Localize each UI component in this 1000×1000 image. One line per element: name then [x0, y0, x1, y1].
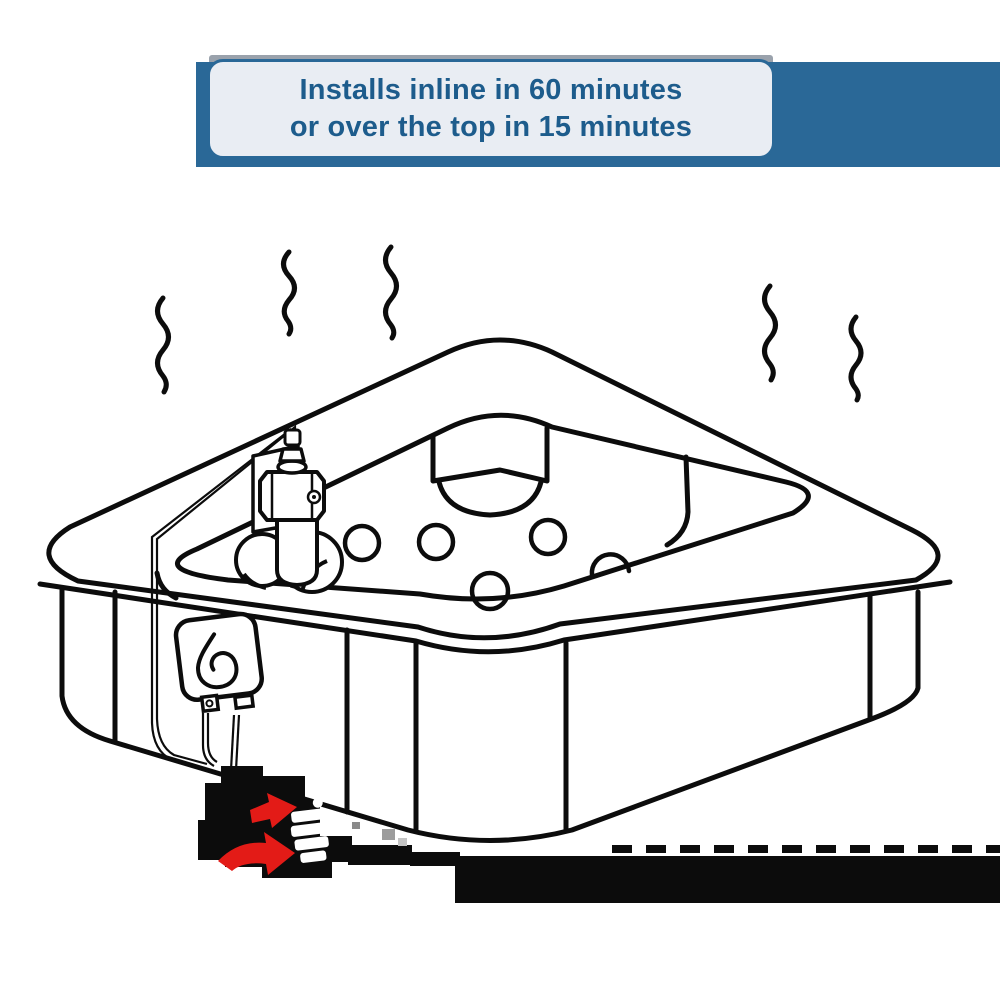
steam-icon: [281, 249, 297, 337]
water-drop-icon: [196, 632, 239, 690]
jets: [342, 517, 632, 612]
steam-icon: [155, 295, 171, 395]
controller-port-screw: [205, 699, 214, 708]
red-arrow-icon-upper: [250, 793, 297, 828]
steam-icon: [848, 314, 864, 403]
corner-seat-notch: [430, 425, 550, 484]
jet: [416, 522, 456, 562]
steam-icon: [383, 244, 399, 341]
controller-port-left: [199, 693, 221, 714]
controller-box: [173, 611, 264, 714]
corner-footwell: [436, 479, 544, 518]
sensor-top-nut: [278, 447, 306, 463]
sensor-cable-fitting: [283, 428, 302, 447]
banner: Installs inline in 60 minutes or over th…: [207, 59, 775, 159]
artifact-gray-pixels: [352, 822, 407, 846]
sensor-hex-collar: [258, 470, 326, 522]
inner-corner-seam: [664, 454, 691, 548]
artifact-band: [455, 856, 1000, 903]
sensor-cable: [150, 424, 297, 772]
artifact-black-blob: [198, 766, 1000, 903]
banner-text-line2: or over the top in 15 minutes: [289, 111, 693, 143]
steam-icon: [762, 283, 778, 383]
banner-top-shadow: [209, 55, 773, 62]
tub-walls: [59, 586, 921, 843]
banner-text-line1: Installs inline in 60 minutes: [299, 74, 683, 106]
plug-connector: [290, 797, 330, 863]
controller-wires: [201, 713, 241, 771]
red-arrow-icon-lower: [218, 832, 295, 875]
controller-housing: [173, 611, 264, 702]
sensor-ring: [276, 459, 308, 475]
steam-icons: [155, 244, 864, 403]
tub-rim-underside: [37, 579, 953, 655]
sensor-indicator-dot: [312, 495, 316, 499]
tub-inner-opening: [174, 412, 811, 602]
inline-sensor-device: [234, 428, 344, 594]
controller-port-right: [232, 693, 256, 711]
sensor-body-cylinder: [275, 516, 319, 587]
hot-tub: [37, 337, 953, 843]
jet: [528, 517, 568, 557]
jet: [469, 570, 511, 612]
jet-half: [589, 552, 632, 578]
jet: [342, 523, 382, 563]
cable-plug-artifact: [198, 766, 1000, 903]
